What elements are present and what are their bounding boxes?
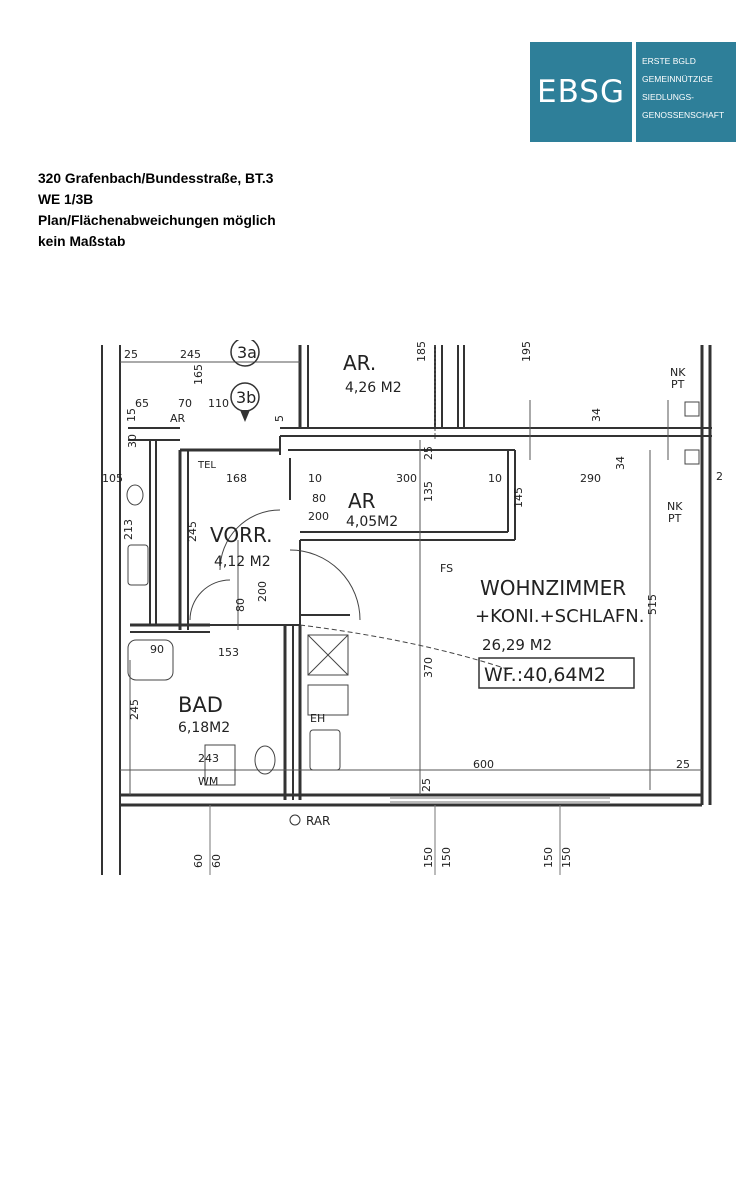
dim-185: 185 xyxy=(415,341,428,362)
dim-245b: 245 xyxy=(186,521,199,542)
dim-153: 153 xyxy=(218,646,239,659)
dim-150a: 150 xyxy=(422,847,435,868)
dim-300: 300 xyxy=(396,472,417,485)
dim-80b: 80 xyxy=(234,598,247,612)
dim-515: 515 xyxy=(646,594,659,615)
stair-3b-label: 3b xyxy=(236,388,256,407)
fixtures xyxy=(126,401,700,786)
logo-line-1: ERSTE BGLD xyxy=(642,56,696,66)
logo-abbr-box: EBSG xyxy=(530,42,632,142)
dim-290: 290 xyxy=(580,472,601,485)
logo-text-box: ERSTE BGLD GEMEINNÜTZIGE SIEDLUNGS- GENO… xyxy=(636,42,736,142)
logo-line-2: GEMEINNÜTZIGE xyxy=(642,74,713,84)
wf-total: WF.:40,64M2 xyxy=(484,664,606,686)
ar-small-label: AR xyxy=(170,412,186,425)
dim-34a: 34 xyxy=(590,408,603,422)
dim-80a: 80 xyxy=(312,492,326,505)
dim-245a: 245 xyxy=(180,348,201,361)
pt-mid: PT xyxy=(668,512,682,525)
dim-105: 105 xyxy=(102,472,123,485)
dim-60a: 60 xyxy=(192,854,205,868)
address-line: 320 Grafenbach/Bundesstraße, BT.3 xyxy=(38,171,274,186)
dim-10b: 10 xyxy=(488,472,502,485)
dim-15: 15 xyxy=(125,408,138,422)
stair-3a-circle xyxy=(230,340,260,367)
dim-150b: 150 xyxy=(440,847,453,868)
logo-line-4: GENOSSENSCHAFT xyxy=(642,110,725,120)
door-swings xyxy=(189,509,511,671)
pt-top: PT xyxy=(671,378,685,391)
dim-150d: 150 xyxy=(560,847,573,868)
nk-top: NK xyxy=(670,366,686,379)
plan-walls xyxy=(101,345,712,875)
dim-600: 600 xyxy=(473,758,494,771)
dim-245c: 245 xyxy=(128,699,141,720)
bad-area: 6,18M2 xyxy=(178,720,230,736)
dim-243: 243 xyxy=(198,752,219,765)
dim-110: 110 xyxy=(208,397,229,410)
logo-line-3: SIEDLUNGS- xyxy=(642,92,694,102)
scale-note: kein Maßstab xyxy=(38,234,126,249)
dim-60b: 60 xyxy=(210,854,223,868)
wohnzimmer-name: WOHNZIMMER xyxy=(480,576,626,600)
fs-label: FS xyxy=(440,562,453,575)
stair-3b-pointer xyxy=(240,410,250,422)
dim-5: 5 xyxy=(273,415,286,422)
ar-top-area: 4,26 M2 xyxy=(345,380,402,396)
dim-2: 2 xyxy=(716,470,723,483)
dim-200a: 200 xyxy=(308,510,329,523)
bad-name: BAD xyxy=(178,693,223,717)
eh-label: EH xyxy=(310,712,325,725)
unit-line: WE 1/3B xyxy=(38,192,94,207)
dim-150c: 150 xyxy=(542,847,555,868)
rar-symbol xyxy=(289,814,301,826)
ar-top-name: AR. xyxy=(343,351,376,375)
dim-25d: 25 xyxy=(422,446,435,460)
dim-195: 195 xyxy=(520,341,533,362)
ebsg-logo: EBSG ERSTE BGLD GEMEINNÜTZIGE SIEDLUNGS-… xyxy=(530,42,736,142)
dimension-lines xyxy=(120,345,702,795)
dim-25c: 25 xyxy=(420,778,433,792)
dim-135: 135 xyxy=(422,481,435,502)
stair-3a-label: 3a xyxy=(237,343,257,362)
dim-30: 30 xyxy=(126,434,139,448)
dim-65: 65 xyxy=(135,397,149,410)
floor-plan: AR. 4,26 M2 AR 4,05M2 VORR. 4,12 M2 BAD … xyxy=(101,340,723,875)
deviation-note: Plan/Flächenabweichungen möglich xyxy=(38,213,276,228)
dim-90: 90 xyxy=(150,643,164,656)
dim-25b: 25 xyxy=(676,758,690,771)
dim-200b: 200 xyxy=(256,581,269,602)
dim-213: 213 xyxy=(122,519,135,540)
nk-mid: NK xyxy=(667,500,683,513)
dim-10a: 10 xyxy=(308,472,322,485)
wf-box xyxy=(478,657,635,689)
dim-70: 70 xyxy=(178,397,192,410)
wm-label: WM xyxy=(198,775,218,788)
logo-abbr: EBSG xyxy=(536,74,625,110)
tel-label: TEL xyxy=(197,460,216,471)
wohnzimmer-area: 26,29 M2 xyxy=(482,636,552,654)
dim-165: 165 xyxy=(192,364,205,385)
dim-370: 370 xyxy=(422,657,435,678)
dim-168: 168 xyxy=(226,472,247,485)
dim-145: 145 xyxy=(512,487,525,508)
vorr-area: 4,12 M2 xyxy=(214,554,271,570)
document-header: 320 Grafenbach/Bundesstraße, BT.3 WE 1/3… xyxy=(38,168,276,252)
ar-mid-area: 4,05M2 xyxy=(346,514,398,530)
ar-mid-name: AR xyxy=(348,489,376,513)
dimension-texts: 25 245 185 165 195 65 70 110 15 30 105 1… xyxy=(102,341,723,868)
wohnzimmer-sub: +KONI.+SCHLAFN. xyxy=(475,606,644,627)
vorr-name: VORR. xyxy=(210,523,273,547)
rar-label: RAR xyxy=(306,814,330,828)
dim-34b: 34 xyxy=(614,456,627,470)
dim-25a: 25 xyxy=(124,348,138,361)
